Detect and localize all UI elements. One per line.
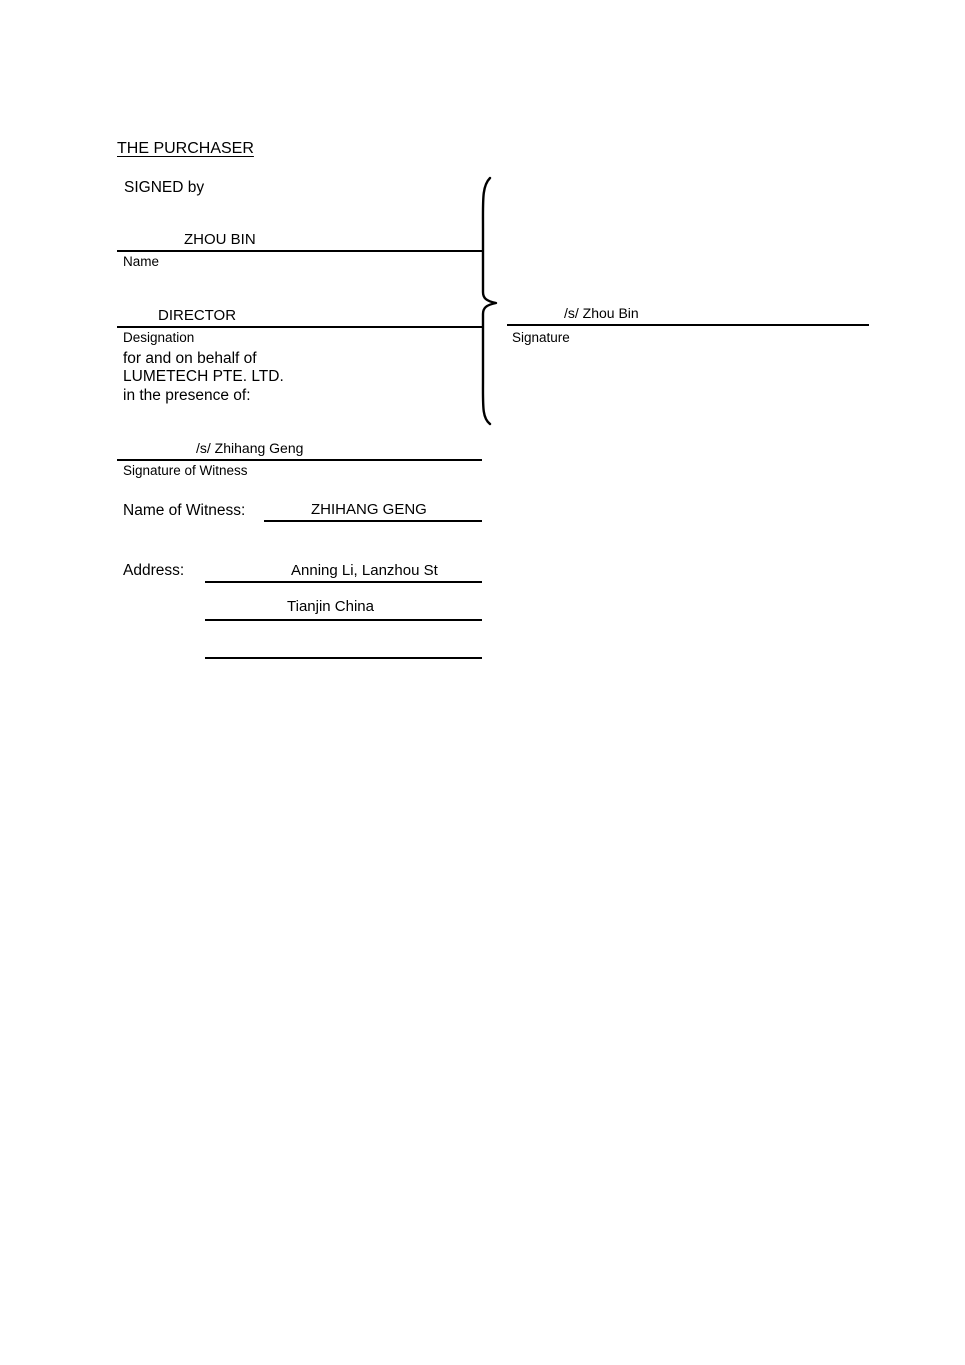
on-behalf-of-line: for and on behalf of bbox=[123, 350, 257, 367]
address-label: Address: bbox=[123, 562, 185, 579]
purchaser-signature-rule bbox=[507, 324, 869, 326]
purchaser-name-value: ZHOU BIN bbox=[184, 231, 256, 248]
purchaser-signature-caption: Signature bbox=[512, 330, 570, 345]
purchaser-signature-value: /s/ Zhou Bin bbox=[564, 305, 639, 321]
in-the-presence-of-line: in the presence of: bbox=[123, 387, 251, 404]
signed-by-label: SIGNED by bbox=[124, 179, 205, 196]
purchaser-designation-caption: Designation bbox=[123, 330, 195, 345]
page-title: THE PURCHASER bbox=[117, 140, 254, 157]
witness-signature-caption: Signature of Witness bbox=[123, 463, 248, 478]
witness-signature-value: /s/ Zhihang Geng bbox=[196, 440, 304, 456]
address-line-2-rule bbox=[205, 619, 482, 621]
witness-name-rule bbox=[264, 520, 482, 522]
address-line-2-value: Tianjin China bbox=[287, 598, 374, 615]
address-line-1-rule bbox=[205, 581, 482, 583]
witness-signature-rule bbox=[117, 459, 482, 461]
purchaser-designation-rule bbox=[117, 326, 482, 328]
purchaser-name-caption: Name bbox=[123, 254, 160, 269]
witness-name-value: ZHIHANG GENG bbox=[311, 501, 427, 518]
company-name-line: LUMETECH PTE. LTD. bbox=[123, 368, 284, 385]
witness-name-label: Name of Witness: bbox=[123, 502, 246, 519]
address-line-3-rule bbox=[205, 657, 482, 659]
purchaser-designation-value: DIRECTOR bbox=[158, 307, 237, 324]
address-line-1-value: Anning Li, Lanzhou St bbox=[291, 562, 438, 579]
purchaser-name-rule bbox=[117, 250, 482, 252]
signature-brace-icon bbox=[470, 176, 510, 426]
